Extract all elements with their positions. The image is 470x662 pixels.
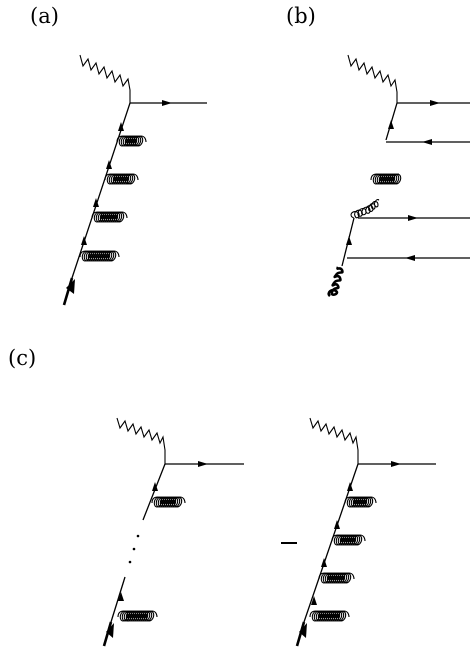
antiquark-arrow-b-2	[405, 255, 415, 261]
photon-c1	[116, 417, 166, 464]
quark-arrow-a-4	[81, 236, 87, 245]
quark-arrow-a-1	[118, 122, 124, 131]
gluon-a-3	[91, 211, 128, 223]
quark-arrow-c1-1	[152, 482, 158, 491]
gluon-rungs-a	[79, 135, 147, 262]
quark-arrows-b	[346, 120, 394, 245]
outgoing-arrow-c1	[198, 461, 208, 467]
incoming-quark-c1	[102, 621, 113, 647]
photon-c2	[309, 417, 359, 464]
quark-arrows-c2	[311, 482, 353, 605]
panel-label-c: (c)	[8, 346, 36, 370]
diagram-b	[327, 54, 470, 298]
gluon-c2-2	[331, 534, 366, 546]
quark-arrows-a	[81, 122, 124, 245]
photon-b	[347, 54, 398, 103]
gluon-c2-1	[344, 496, 377, 508]
quark-arrow-a-2	[106, 160, 112, 169]
diagram-a	[62, 54, 207, 306]
dot-2	[132, 547, 136, 551]
gluon-a-4	[79, 250, 120, 262]
diagram-c-right	[295, 417, 436, 647]
incoming-quark-c2	[295, 621, 306, 647]
ellipsis-dots-c1	[128, 534, 140, 564]
quark-arrow-c2-3	[321, 558, 327, 567]
quark-arrow-a-3	[93, 198, 99, 207]
gluon-a-2	[104, 173, 139, 185]
gluon-c1-1	[151, 496, 186, 508]
outgoing-arrow-c2	[391, 461, 401, 467]
outgoing-arrow-b	[430, 100, 440, 106]
quark-arrow-b-low	[346, 236, 352, 245]
photon-a	[79, 54, 131, 103]
gluon-c1-2	[117, 610, 158, 622]
quark-arrow-c2-1	[347, 482, 353, 491]
quark-arrows-c1	[118, 482, 158, 601]
gluon-b-1	[370, 173, 402, 185]
quark-arrow-c2-4	[311, 596, 317, 605]
panel-label-b: (b)	[286, 4, 316, 28]
incoming-quark-a	[62, 277, 74, 306]
diagram-c-left	[102, 417, 244, 647]
gluon-a-1	[116, 135, 147, 147]
incoming-gluon-b	[327, 266, 344, 298]
quark-arrow-c2-2	[334, 520, 340, 529]
incoming-arrow-a	[66, 279, 75, 294]
outgoing-arrow-a	[162, 100, 172, 106]
quark-arrow-c1-2	[118, 592, 124, 601]
panel-label-a: (a)	[30, 4, 59, 28]
quark-arrow-b-3	[408, 215, 418, 221]
quark-line-a	[71, 102, 131, 279]
incoming-arrow-c1	[106, 623, 114, 638]
incoming-arrow-c2	[299, 623, 307, 638]
antiquark-arrow-b-1	[422, 139, 432, 145]
quark-line-c1-high	[142, 463, 166, 521]
gluon-c2-4	[309, 610, 350, 622]
dot-3	[136, 534, 140, 538]
dot-1	[128, 560, 132, 564]
quark-arrow-b-up	[388, 120, 394, 129]
tchannel-gluon-b	[350, 198, 380, 219]
quark-line-c1-low	[110, 576, 126, 623]
gluon-c2-3	[318, 572, 355, 584]
